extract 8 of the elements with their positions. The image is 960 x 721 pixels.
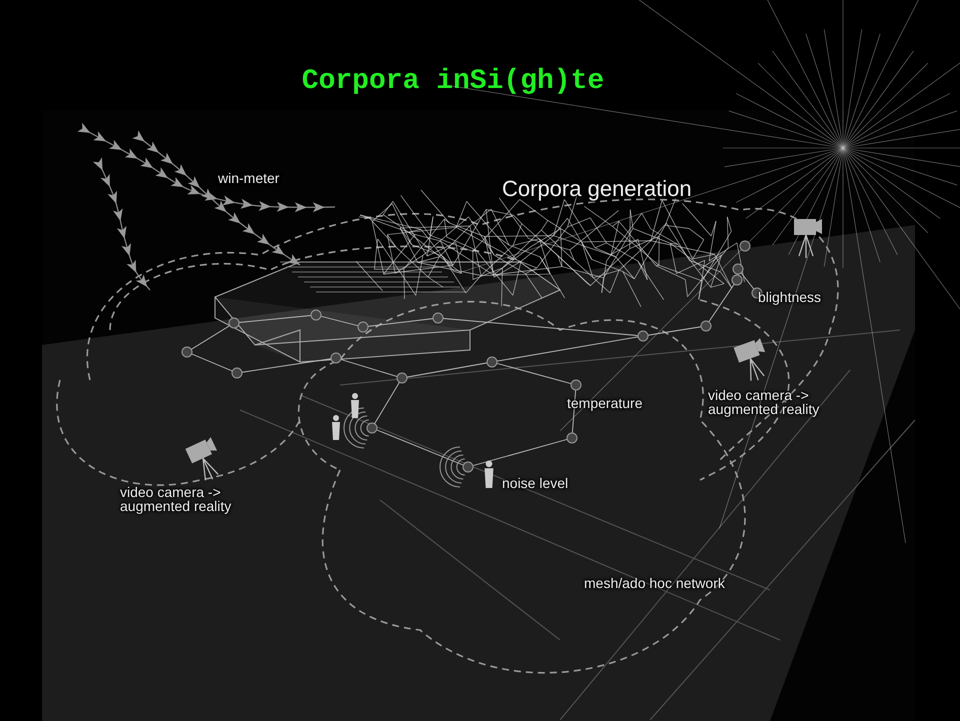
- annotation-label: video camera -> augmented reality: [708, 388, 820, 416]
- title: Corpora inSi(gh)te: [300, 66, 606, 97]
- annotation-label: noise level: [502, 476, 568, 490]
- annotation-label: win-meter: [218, 171, 280, 185]
- annotation-label: video camera -> augmented reality: [120, 485, 232, 513]
- annotation-label: blightness: [758, 290, 822, 304]
- annotation-label: mesh/ado hoc network: [584, 576, 725, 590]
- diagram-heading: Corpora generation: [502, 178, 692, 200]
